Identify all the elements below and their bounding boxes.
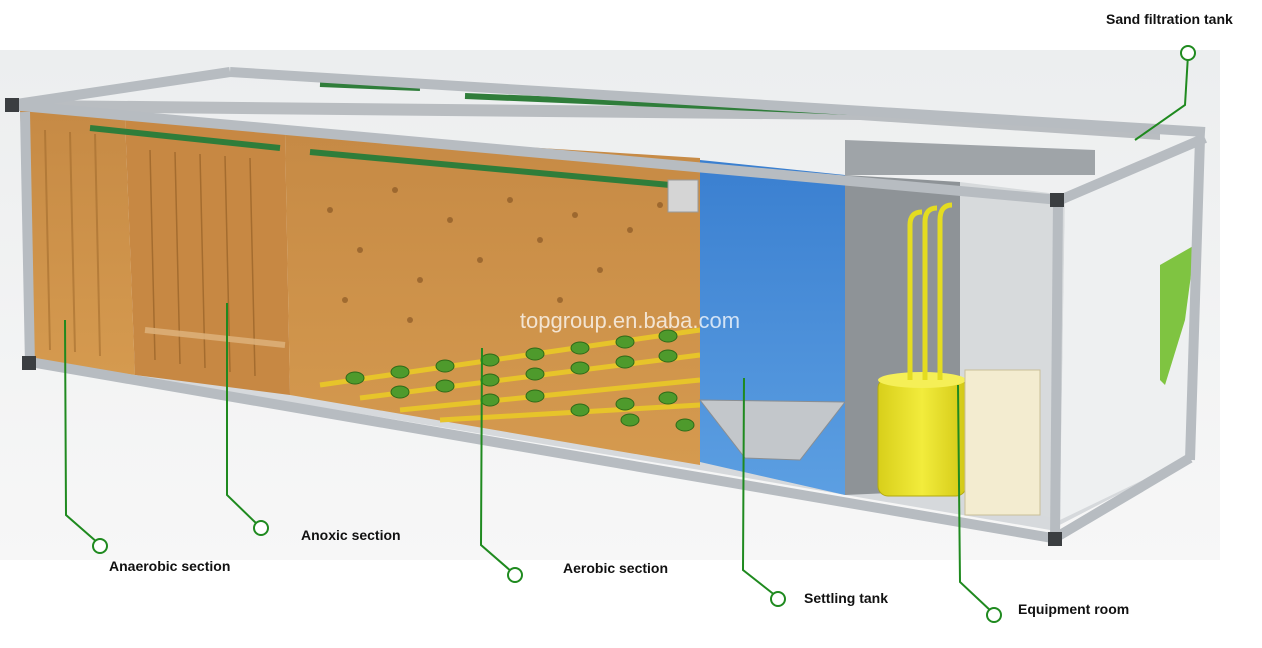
label-anaerobic-section: Anaerobic section bbox=[109, 558, 231, 574]
container-frame bbox=[9, 67, 1207, 543]
sand-filtration-top bbox=[845, 140, 1095, 175]
endpoint-equipment bbox=[986, 607, 1002, 623]
label-anoxic-section: Anoxic section bbox=[301, 527, 401, 543]
anoxic-media bbox=[144, 149, 286, 377]
anaerobic-media bbox=[44, 129, 101, 357]
endpoint-sand-filtration bbox=[1180, 45, 1196, 61]
endpoint-settling bbox=[770, 591, 786, 607]
leader-lines bbox=[64, 54, 1189, 613]
aeration-diffusers bbox=[345, 329, 695, 432]
leader-endpoints bbox=[92, 45, 1196, 623]
logo-stripe bbox=[1160, 245, 1195, 385]
leader-settling bbox=[741, 377, 777, 597]
leader-equipment bbox=[957, 384, 993, 613]
label-sand-filtration-tank: Sand filtration tank bbox=[1106, 11, 1233, 27]
settling-hopper bbox=[698, 399, 847, 461]
leader-anoxic bbox=[226, 303, 259, 526]
label-aerobic-section: Aerobic section bbox=[563, 560, 669, 576]
yellow-tank-lid bbox=[878, 372, 966, 388]
pipe-connector bbox=[667, 179, 699, 213]
yellow-pipes bbox=[907, 202, 953, 380]
aerobic-tank bbox=[285, 132, 700, 465]
endpoint-anaerobic bbox=[92, 538, 108, 554]
control-cabinet bbox=[964, 369, 1041, 516]
leader-sand-filtration bbox=[1134, 54, 1189, 141]
leader-anaerobic bbox=[64, 319, 99, 544]
label-settling-tank: Settling tank bbox=[804, 590, 889, 606]
watermark: topgroup.en.baba.com bbox=[520, 308, 740, 333]
anoxic-tank bbox=[125, 118, 290, 395]
endpoint-anoxic bbox=[253, 520, 269, 536]
endpoint-aerobic bbox=[507, 567, 523, 583]
yellow-chemical-tank bbox=[877, 377, 967, 497]
label-equipment-room: Equipment room bbox=[1018, 601, 1130, 617]
leader-aerobic bbox=[479, 347, 513, 573]
corner-castings bbox=[5, 98, 1064, 546]
aerobic-particles bbox=[327, 187, 663, 323]
anaerobic-tank bbox=[20, 110, 135, 375]
container-end-wall bbox=[1060, 138, 1200, 520]
